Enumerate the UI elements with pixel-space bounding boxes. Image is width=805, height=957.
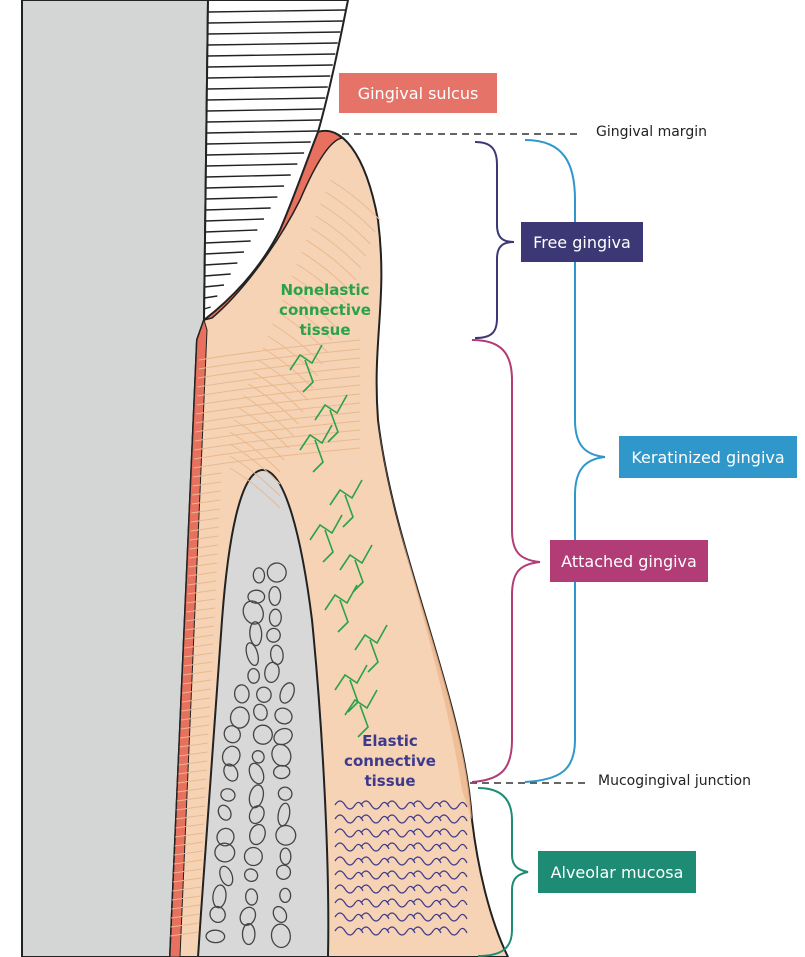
gingival-sulcus-label: Gingival sulcus xyxy=(339,73,497,113)
nonelastic-connective-tissue-label: Nonelastic connective tissue xyxy=(270,280,380,340)
elastic-line-2: connective xyxy=(330,751,450,771)
nonelastic-line-1: Nonelastic xyxy=(270,280,380,300)
elastic-connective-tissue-label: Elastic connective tissue xyxy=(330,731,450,791)
elastic-line-3: tissue xyxy=(330,771,450,791)
attached-gingiva-label: Attached gingiva xyxy=(550,540,708,582)
nonelastic-line-2: connective xyxy=(270,300,380,320)
keratinized-gingiva-label: Keratinized gingiva xyxy=(619,436,797,478)
attached-gingiva-brace xyxy=(472,340,540,782)
nonelastic-line-3: tissue xyxy=(270,320,380,340)
free-gingiva-label: Free gingiva xyxy=(521,222,643,262)
free-gingiva-brace xyxy=(475,142,514,338)
mucogingival-junction-label: Mucogingival junction xyxy=(598,773,751,789)
alveolar-mucosa-label: Alveolar mucosa xyxy=(538,851,696,893)
gingival-margin-label: Gingival margin xyxy=(596,124,707,140)
elastic-line-1: Elastic xyxy=(330,731,450,751)
